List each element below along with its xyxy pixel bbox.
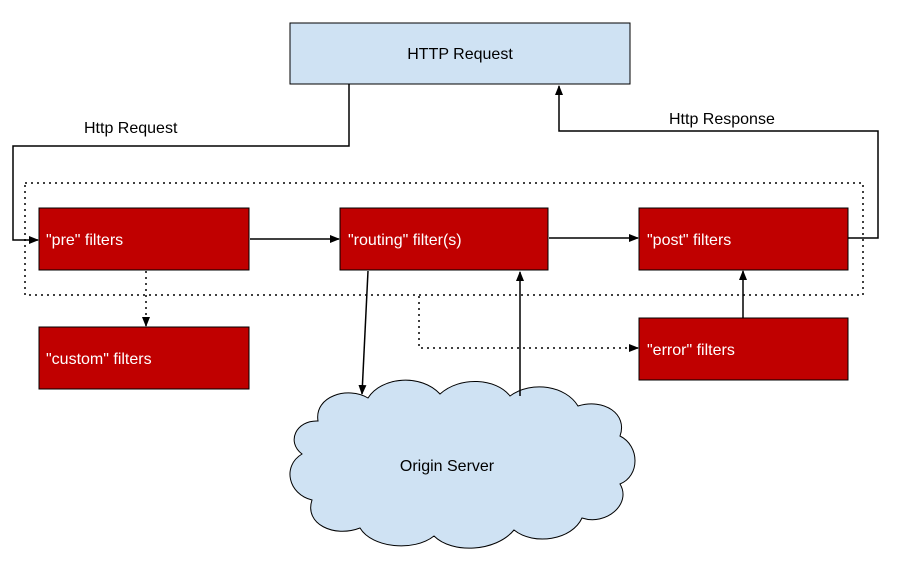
post-filters-node: "post" filters	[638, 207, 849, 271]
custom-filters-box	[38, 326, 250, 390]
post-filters-label: "post" filters	[647, 232, 731, 249]
http-request-connector	[12, 84, 350, 244]
origin-server-cloud	[289, 379, 636, 549]
http-request-box	[289, 22, 631, 85]
routing-filters-node: "routing" filter(s)	[339, 207, 549, 271]
http-response-edge-label: Http Response	[669, 111, 775, 128]
filter-chain-boundary	[24, 182, 864, 296]
http-request-edge-label: Http Request	[84, 120, 178, 137]
origin-server-label: Origin Server	[400, 458, 495, 475]
custom-filters-label: "custom" filters	[46, 351, 152, 368]
routing-filters-box	[339, 207, 549, 271]
post-filters-box	[638, 207, 849, 271]
chain-to-error-dotted-arrow	[418, 296, 639, 352]
error-filters-node: "error" filters	[638, 317, 849, 381]
pre-filters-label: "pre" filters	[46, 232, 123, 249]
origin-server-node: Origin Server	[289, 379, 636, 549]
error-filters-box	[638, 317, 849, 381]
pre-filters-node: "pre" filters	[38, 207, 250, 271]
http-request-node: HTTP Request	[289, 22, 631, 85]
error-filters-label: "error" filters	[647, 342, 735, 359]
http-response-connector	[555, 85, 879, 239]
custom-filters-node: "custom" filters	[38, 326, 250, 390]
pre-filters-box	[38, 207, 250, 271]
routing-to-origin-arrow	[358, 270, 369, 395]
routing-filters-label: "routing" filter(s)	[348, 232, 462, 249]
http-request-label: HTTP Request	[407, 46, 513, 63]
